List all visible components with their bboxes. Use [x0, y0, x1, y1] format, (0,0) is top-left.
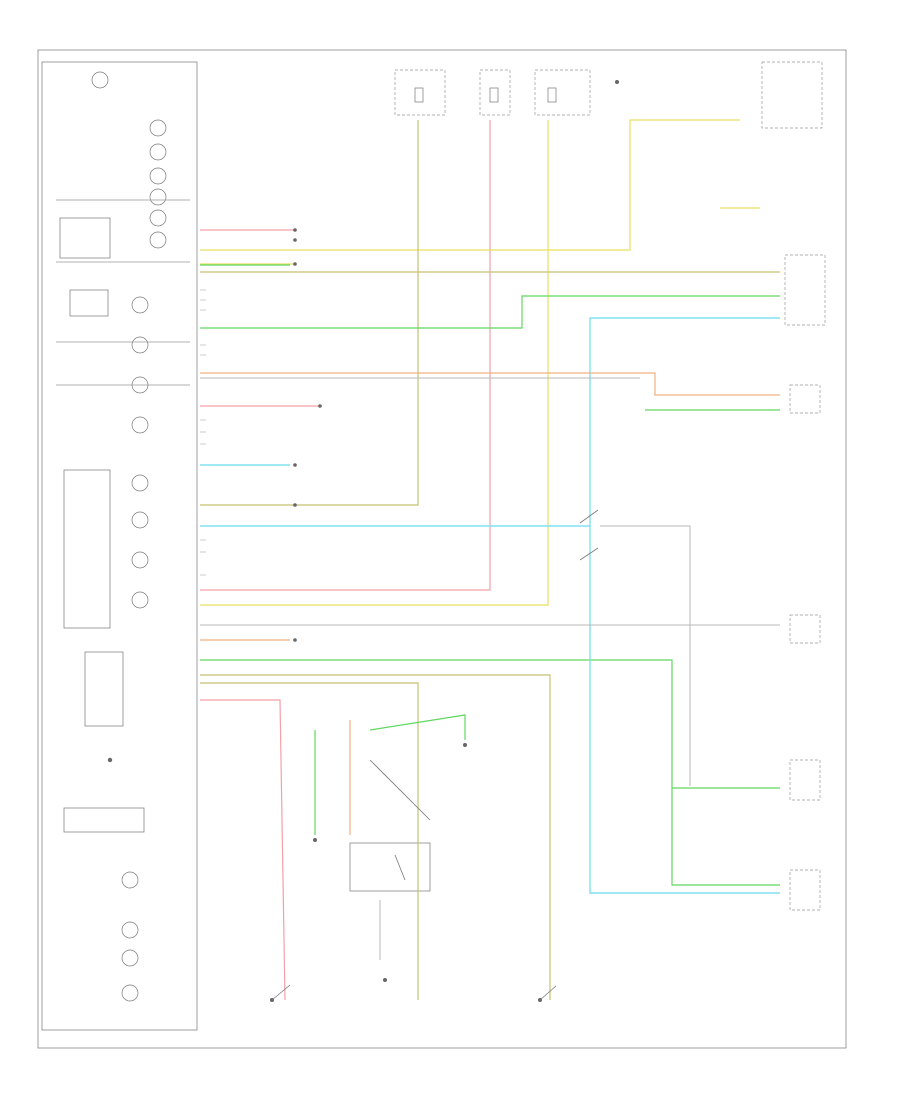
lamp-icon — [121, 984, 139, 1002]
component-box-right — [789, 759, 821, 801]
connector-dots — [107, 80, 619, 1002]
lamp-icon — [131, 416, 149, 434]
fuse-box-3 — [534, 69, 591, 116]
switch-arms — [271, 509, 599, 1001]
lamp-icon — [131, 511, 149, 529]
wire-cyan — [589, 526, 780, 894]
connector-dot — [293, 463, 297, 467]
lamp-icon — [131, 296, 149, 314]
component-box-right — [789, 384, 821, 414]
wire-gray — [600, 525, 691, 786]
wires-orange — [200, 372, 780, 835]
wire-green — [369, 714, 466, 740]
lamp-icon — [131, 474, 149, 492]
wire-olive — [200, 682, 419, 1000]
wire-olive — [200, 120, 419, 506]
lamp-icon — [149, 167, 167, 185]
connector-dot — [615, 80, 619, 84]
lamp-icon — [149, 231, 167, 249]
cluster-control-module — [63, 469, 111, 629]
lamp-icon — [121, 949, 139, 967]
lamp-icon — [149, 119, 167, 137]
connector-dot — [383, 978, 387, 982]
connector-dot — [313, 838, 317, 842]
fuel-pump-relay-box — [761, 61, 823, 129]
wires-green — [200, 264, 780, 886]
cluster-lamps — [91, 71, 167, 1002]
wire-yellow — [200, 120, 549, 606]
wires-olive — [200, 120, 780, 1000]
fuse-icon — [547, 87, 557, 103]
wire-cyan — [200, 317, 780, 527]
connector-dot — [293, 262, 297, 266]
connector-dot — [293, 503, 297, 507]
wires-gray — [200, 377, 780, 960]
switch-arm — [579, 547, 599, 561]
wire-olive — [200, 674, 551, 1000]
fuse-box-2 — [479, 69, 511, 116]
wire-green — [200, 295, 780, 329]
wire-green — [200, 659, 780, 886]
component-box-right — [784, 254, 826, 326]
cluster-module-box — [59, 217, 111, 259]
component-box-right — [789, 869, 821, 911]
fuse-icon — [489, 87, 499, 103]
lamp-icon — [131, 551, 149, 569]
switch-arm — [539, 985, 557, 1001]
lamp-icon — [91, 71, 109, 89]
wires-cyan — [200, 317, 780, 894]
switch-module-box — [349, 842, 431, 892]
cluster-module-box — [69, 289, 109, 317]
lamp-icon — [149, 209, 167, 227]
wires-pink — [200, 120, 491, 1001]
connector-dot — [293, 638, 297, 642]
switch-arm — [271, 984, 291, 1001]
fuse-icon — [414, 87, 424, 103]
connector-dot — [293, 228, 297, 232]
lamp-icon — [121, 871, 139, 889]
fuse-box-1 — [394, 69, 446, 116]
instrument-cluster-panel — [41, 61, 198, 1031]
lamp-icon — [131, 336, 149, 354]
pin-ticks — [200, 289, 206, 576]
diagram-frame — [37, 49, 847, 1049]
lamp-icon — [149, 188, 167, 206]
cluster-module-box — [63, 807, 145, 833]
wire-pink — [200, 120, 491, 591]
lamp-icon — [121, 921, 139, 939]
lamp-icon — [149, 143, 167, 161]
connector-dot — [107, 757, 113, 763]
switch-arm — [579, 509, 599, 524]
connector-dot — [463, 743, 467, 747]
component-box-right — [789, 614, 821, 644]
switch-arm — [369, 759, 431, 821]
wire-pink — [200, 699, 286, 1001]
wire-yellow — [200, 119, 740, 251]
wires-yellow — [200, 119, 760, 606]
lamp-icon — [131, 591, 149, 609]
switch-arm — [394, 854, 406, 881]
connector-dot — [318, 404, 322, 408]
connector-dot — [293, 238, 297, 242]
cluster-gauge-box — [84, 651, 124, 727]
wire-orange — [200, 372, 780, 396]
